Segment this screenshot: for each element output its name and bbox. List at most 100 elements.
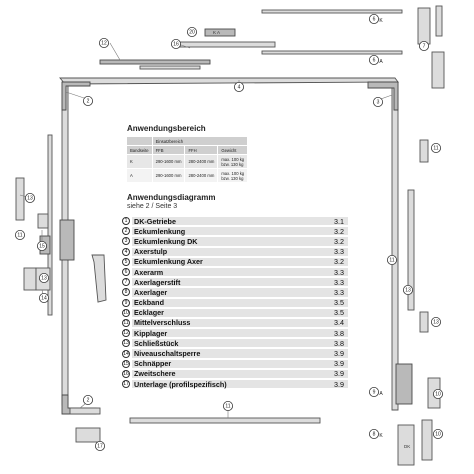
callout-letter: K xyxy=(379,18,383,24)
callout-number: 11 xyxy=(433,145,438,151)
callout-marker: 4 xyxy=(233,82,244,93)
callout-circle xyxy=(95,440,106,451)
top-left-corner-drive xyxy=(61,81,91,111)
part-label: Unterlage (profilspezifisch) xyxy=(134,379,227,389)
axer-faceplate-top xyxy=(59,77,399,85)
part-page-ref: 3.5 xyxy=(334,298,344,308)
part-label: Mittelverschluss xyxy=(134,318,191,328)
bottom-striker xyxy=(75,427,101,443)
callout-letter: K xyxy=(379,433,383,439)
weight-note: bzw. 130 kg xyxy=(221,161,244,167)
bottom-rail xyxy=(69,407,321,443)
callout-number: 16 xyxy=(173,41,179,47)
callout-circle xyxy=(430,142,441,153)
row-band xyxy=(132,349,348,358)
callout-marker: 13 xyxy=(430,316,441,327)
part-label: Eckumlenkung xyxy=(134,226,186,236)
callout-number: 6 xyxy=(373,57,376,63)
callout-number: 13 xyxy=(405,287,411,293)
table-group-row: Einsatzbereich xyxy=(126,136,249,146)
part-number-badge: 11 xyxy=(122,318,130,327)
callout-circle xyxy=(83,394,94,405)
part-label: Schnäpper xyxy=(134,359,172,369)
window-handle xyxy=(91,254,107,303)
part-page-ref: 3.3 xyxy=(334,287,344,297)
table-cell: 280-2400 mm xyxy=(184,168,219,183)
callout-circle xyxy=(37,240,48,251)
callout-circle xyxy=(368,13,379,24)
callout-number: 3 xyxy=(377,99,380,105)
table-cell: 290-1600 mm xyxy=(151,154,186,169)
part-page-ref: 3.8 xyxy=(334,338,344,348)
callout-marker: 17 xyxy=(95,440,106,451)
row-band xyxy=(132,298,348,307)
callout-circle xyxy=(24,192,35,203)
callout-number: 15 xyxy=(39,243,45,249)
diagram-subheading: siehe 2 / Seite 3 xyxy=(127,203,178,210)
row-band xyxy=(132,329,348,338)
part-number-badge: 5 xyxy=(122,257,130,266)
part-number-badge: 8 xyxy=(122,288,130,297)
callout-marker: 13 xyxy=(39,272,50,283)
weight-note: bzw. 130 kg xyxy=(221,175,244,181)
callout-marker: 14 xyxy=(39,292,50,303)
small-striker-left xyxy=(37,213,49,229)
callout-circle xyxy=(418,41,429,52)
callout-marker: 11 xyxy=(430,142,441,153)
callout-circle xyxy=(372,97,383,108)
range-heading: Anwendungsbereich xyxy=(127,124,206,133)
bottom-middle-lock xyxy=(129,417,321,424)
striker-right-upper xyxy=(419,139,429,163)
callout-number: 10 xyxy=(435,391,441,397)
table-group-header: Einsatzbereich xyxy=(151,136,249,146)
part-page-ref: 3.9 xyxy=(334,359,344,369)
row-band xyxy=(132,267,348,277)
row-band xyxy=(132,237,348,246)
callout-marker: 16 xyxy=(170,39,181,50)
callout-circle xyxy=(39,292,50,303)
part-number-badge: 4 xyxy=(122,247,130,256)
table-cell: 290-1600 mm xyxy=(151,168,186,183)
part-page-ref: 3.3 xyxy=(334,247,344,257)
part-label: Niveauschaltsperre xyxy=(134,349,201,359)
diagram-heading: Anwendungsdiagramm xyxy=(127,193,216,202)
weight-value: max. 100 kg xyxy=(221,170,245,176)
callout-marker: 3 xyxy=(372,97,383,108)
part-page-ref: 3.4 xyxy=(334,318,344,328)
callout-number: 11 xyxy=(389,257,394,263)
part-number-badge: 15 xyxy=(122,359,130,368)
callout-circle xyxy=(99,38,110,49)
callout-circle xyxy=(170,39,181,50)
row-band xyxy=(132,257,348,266)
part-label: Kipplager xyxy=(134,328,168,338)
callout-circle xyxy=(39,272,50,283)
dk-gear-box xyxy=(59,219,75,261)
part-number-badge: 1 xyxy=(122,217,130,226)
callout-circle xyxy=(432,428,443,439)
axer-arm-top xyxy=(261,9,403,14)
callout-number: 4 xyxy=(238,84,241,90)
row-band xyxy=(132,247,348,256)
callout-circle xyxy=(368,55,379,66)
part-label: Axerarm xyxy=(134,267,164,277)
part-number-badge: 9 xyxy=(122,298,130,307)
part-label: Schließstück xyxy=(134,338,179,348)
table-cell xyxy=(126,136,153,146)
callout-number: 17 xyxy=(97,443,103,449)
callout-number: 14 xyxy=(41,295,47,301)
